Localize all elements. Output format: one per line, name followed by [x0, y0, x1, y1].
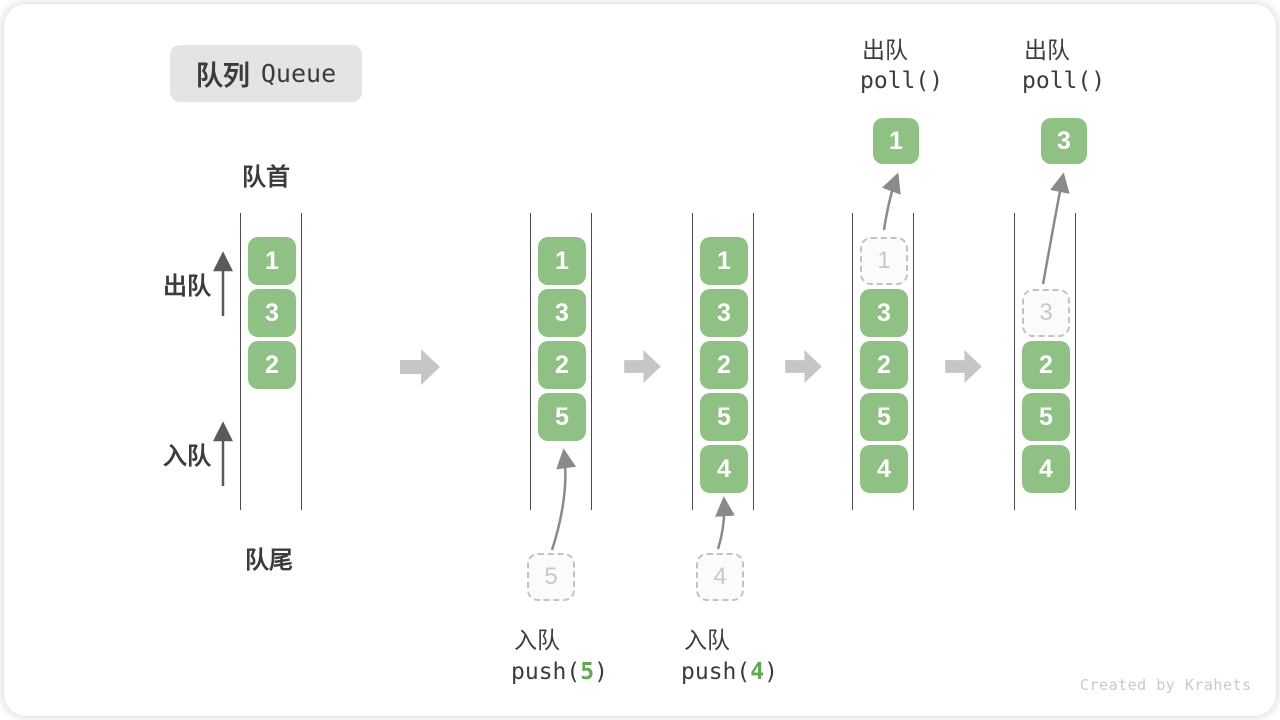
incoming-ghost-cell: 4 — [696, 553, 744, 601]
transition-arrow-icon — [624, 350, 664, 386]
queue-cell: 3 — [538, 289, 586, 337]
enqueue-op-label: 入队 — [514, 627, 560, 653]
title-badge: 队列 Queue — [170, 45, 362, 102]
queue-cell: 2 — [700, 341, 748, 389]
queue-cell: 5 — [1022, 393, 1070, 441]
queue-cell: 2 — [248, 341, 296, 389]
dequeue-op-label: 出队 — [1024, 37, 1070, 63]
queue-column-5 — [1014, 213, 1076, 510]
transition-arrow-icon — [400, 349, 440, 385]
diagram-canvas: 队列 Queue 队首 队尾 出队 入队 1 3 2 1 3 2 5 5 入队 … — [4, 4, 1276, 716]
queue-column-3 — [692, 213, 754, 510]
dequeued-ghost-cell: 3 — [1022, 289, 1070, 337]
dequeued-ghost-cell: 1 — [860, 237, 908, 285]
title-zh: 队列 — [195, 61, 250, 91]
label-dequeue-side: 出队 — [163, 273, 211, 300]
dequeued-value-cell: 3 — [1041, 118, 1087, 164]
transition-arrow-icon — [945, 350, 985, 386]
title-en: Queue — [260, 59, 337, 88]
queue-cell: 1 — [538, 237, 586, 285]
queue-column-1 — [240, 213, 302, 510]
queue-column-2 — [530, 213, 592, 510]
queue-cell: 1 — [700, 237, 748, 285]
op-close: ) — [764, 659, 778, 685]
dequeue-op-code: poll() — [1022, 68, 1106, 94]
queue-cell: 5 — [538, 393, 586, 441]
queue-cell: 3 — [700, 289, 748, 337]
op-arg: 5 — [580, 659, 595, 685]
queue-cell: 2 — [860, 341, 908, 389]
queue-cell: 5 — [700, 393, 748, 441]
queue-cell: 1 — [248, 237, 296, 285]
label-queue-front: 队首 — [242, 164, 290, 191]
dequeue-op-label: 出队 — [862, 37, 908, 63]
enqueue-op-code: push(4) — [681, 659, 778, 685]
dequeue-op-code: poll() — [860, 68, 944, 94]
dequeued-value-cell: 1 — [873, 118, 919, 164]
enqueue-op-code: push(5) — [511, 659, 608, 685]
queue-cell: 3 — [248, 289, 296, 337]
queue-cell: 4 — [1022, 445, 1070, 493]
transition-arrow-icon — [785, 350, 825, 386]
op-arg: 4 — [750, 659, 765, 685]
label-enqueue-side: 入队 — [163, 443, 211, 470]
credit-watermark: Created by Krahets — [1080, 676, 1252, 694]
op-fn: push( — [511, 659, 581, 685]
queue-cell: 2 — [1022, 341, 1070, 389]
incoming-ghost-cell: 5 — [527, 553, 575, 601]
queue-cell: 2 — [538, 341, 586, 389]
op-close: ) — [594, 659, 608, 685]
op-fn: push( — [681, 659, 751, 685]
queue-cell: 3 — [860, 289, 908, 337]
queue-cell: 4 — [860, 445, 908, 493]
label-queue-rear: 队尾 — [245, 547, 293, 574]
queue-cell: 4 — [700, 445, 748, 493]
enqueue-op-label: 入队 — [684, 627, 730, 653]
queue-column-4 — [852, 213, 914, 510]
queue-cell: 5 — [860, 393, 908, 441]
